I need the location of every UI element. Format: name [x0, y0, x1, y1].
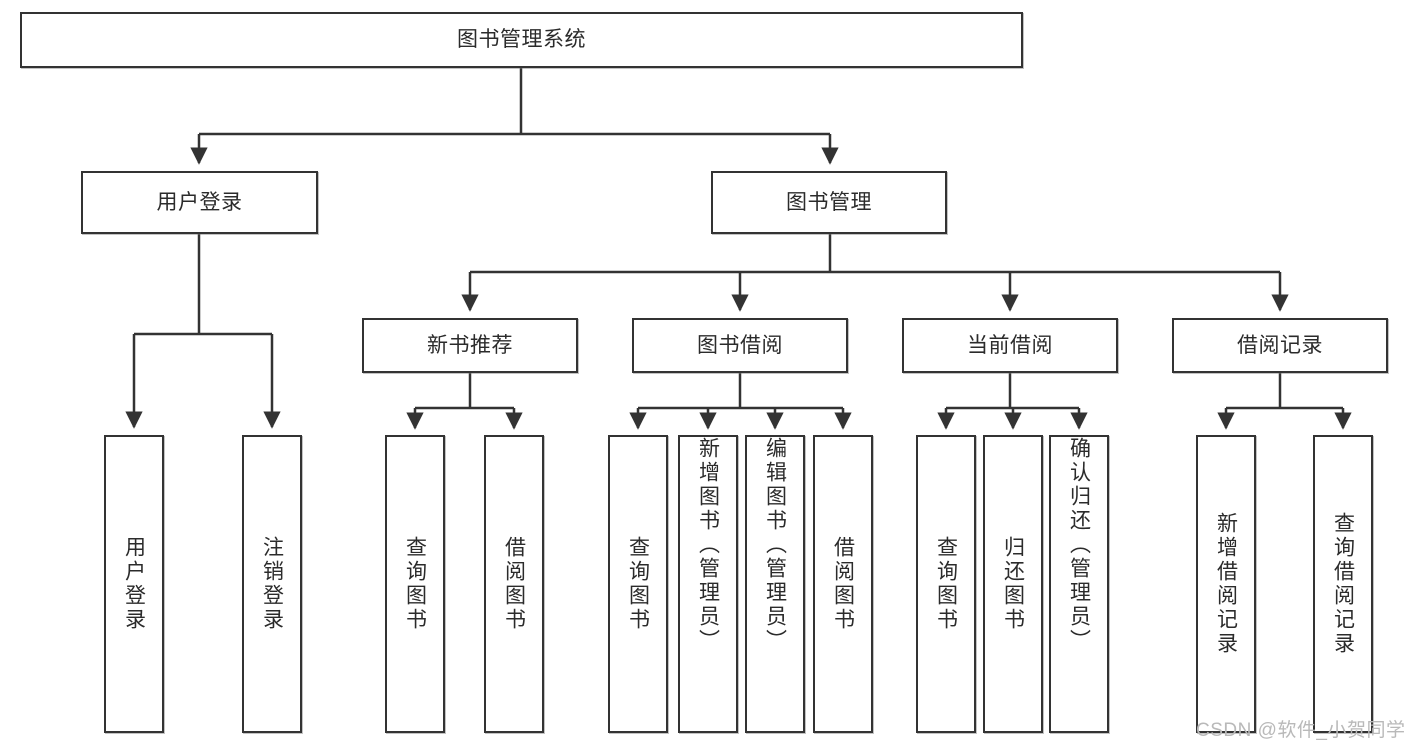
node-leaf-add-record-label: 新增借阅记录 [1214, 512, 1238, 656]
node-leaf-borrow-book-2-label: 借阅图书 [831, 536, 855, 632]
node-leaf-add-book[interactable]: 新增图书（管理员） [678, 435, 738, 733]
node-leaf-query-book-3-label: 查询图书 [934, 536, 958, 632]
node-leaf-user-login-label: 用户登录 [122, 536, 146, 632]
node-leaf-query-book-2[interactable]: 查询图书 [608, 435, 668, 733]
node-leaf-borrow-book-1-label: 借阅图书 [502, 536, 526, 632]
node-user-login-label: 用户登录 [156, 190, 243, 214]
node-leaf-confirm-return-label: 确认归还（管理员） [1067, 437, 1091, 653]
node-current-borrow[interactable]: 当前借阅 [902, 318, 1118, 373]
node-book-borrow[interactable]: 图书借阅 [632, 318, 848, 373]
node-leaf-query-book-3[interactable]: 查询图书 [916, 435, 976, 733]
node-current-borrow-label: 当前借阅 [967, 333, 1053, 357]
node-leaf-query-book-2-label: 查询图书 [626, 536, 650, 632]
node-leaf-user-logout[interactable]: 注销登录 [242, 435, 302, 733]
node-leaf-add-record[interactable]: 新增借阅记录 [1196, 435, 1256, 733]
node-leaf-confirm-return[interactable]: 确认归还（管理员） [1049, 435, 1109, 733]
watermark: CSDN @软件_小贺同学 [1196, 715, 1405, 742]
node-book-manage[interactable]: 图书管理 [711, 171, 947, 234]
node-leaf-return-book-label: 归还图书 [1001, 536, 1025, 632]
node-leaf-user-logout-label: 注销登录 [260, 536, 284, 632]
node-book-borrow-label: 图书借阅 [697, 333, 783, 357]
node-leaf-user-login[interactable]: 用户登录 [104, 435, 164, 733]
watermark-text: CSDN @软件_小贺同学 [1196, 720, 1405, 741]
node-leaf-edit-book-label: 编辑图书（管理员） [763, 437, 787, 653]
node-new-book-rec-label: 新书推荐 [427, 333, 513, 357]
node-leaf-borrow-book-2[interactable]: 借阅图书 [813, 435, 873, 733]
node-leaf-borrow-book-1[interactable]: 借阅图书 [484, 435, 544, 733]
node-borrow-record[interactable]: 借阅记录 [1172, 318, 1388, 373]
node-leaf-query-book-1-label: 查询图书 [403, 536, 427, 632]
node-borrow-record-label: 借阅记录 [1237, 333, 1323, 357]
node-leaf-query-record-label: 查询借阅记录 [1331, 512, 1355, 656]
node-leaf-add-book-label: 新增图书（管理员） [696, 437, 720, 653]
node-root-label: 图书管理系统 [457, 28, 586, 52]
node-leaf-edit-book[interactable]: 编辑图书（管理员） [745, 435, 805, 733]
node-root[interactable]: 图书管理系统 [20, 12, 1023, 68]
node-user-login[interactable]: 用户登录 [81, 171, 318, 234]
node-new-book-rec[interactable]: 新书推荐 [362, 318, 578, 373]
node-leaf-query-record[interactable]: 查询借阅记录 [1313, 435, 1373, 733]
node-leaf-query-book-1[interactable]: 查询图书 [385, 435, 445, 733]
node-book-manage-label: 图书管理 [786, 190, 872, 214]
node-leaf-return-book[interactable]: 归还图书 [983, 435, 1043, 733]
